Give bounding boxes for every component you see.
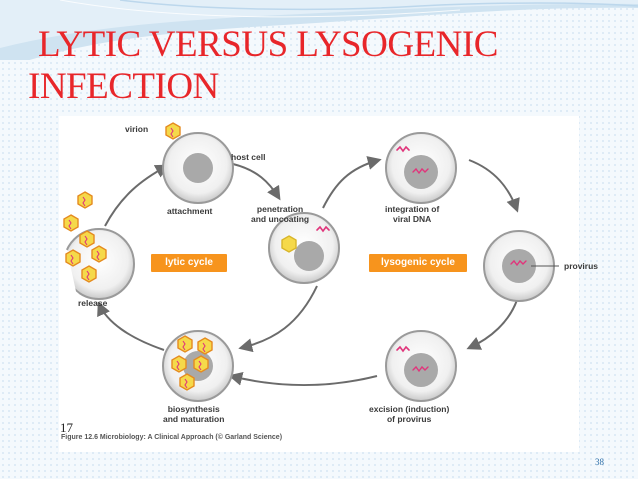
reference-number: 17 [60, 420, 73, 435]
label-penetration-line2: and uncoating [251, 214, 310, 224]
figure-caption: Figure 12.6 Microbiology: A Clinical App… [61, 434, 283, 441]
dna-excision-2 [412, 365, 429, 373]
label-excision-line2: of provirus [386, 414, 432, 424]
dna-penetration [316, 225, 330, 233]
arrow-penetration-to-integration [322, 156, 382, 209]
label-excision: excision (induction) of provirus [369, 404, 449, 424]
cell-provirus [483, 230, 555, 302]
dna-excision [396, 345, 410, 353]
label-provirus: provirus [564, 261, 599, 271]
label-excision-line1: excision (induction) [369, 404, 450, 414]
label-attachment: attachment [167, 206, 213, 216]
cell-excision [385, 330, 457, 402]
lysogenic-cycle-badge: lysogenic cycle [369, 254, 467, 272]
lytic-cycle-badge: lytic cycle [151, 254, 227, 272]
label-release: release [78, 298, 108, 308]
label-biosynthesis: biosynthesis and maturation [163, 404, 224, 424]
cycle-diagram [59, 122, 559, 402]
arrow-excision-to-biosynthesis [228, 371, 378, 386]
dna-provirus [510, 259, 527, 267]
cell-attachment [162, 132, 234, 204]
label-penetration: penetration and uncoating [251, 204, 309, 224]
arrow-provirus-to-excision [466, 299, 518, 350]
header-swoosh [0, 0, 638, 60]
label-integration-line1: integration of [385, 204, 440, 214]
cell-integration [385, 132, 457, 204]
label-penetration-line1: penetration [256, 204, 304, 214]
title-line-2: INFECTION [28, 66, 219, 107]
cell-penetration [268, 212, 340, 284]
cell-release [59, 228, 135, 300]
label-virion: virion [125, 124, 149, 134]
dna-integration [396, 145, 410, 153]
arrow-attachment-to-penetration [232, 163, 281, 201]
label-biosynthesis-line1: biosynthesis [167, 404, 220, 414]
label-integration: integration of viral DNA [385, 204, 439, 224]
arrow-biosynthesis-to-release [97, 301, 165, 351]
label-biosynthesis-line2: and maturation [163, 414, 225, 424]
label-host-cell: host cell [231, 152, 266, 162]
label-integration-line2: viral DNA [393, 214, 432, 224]
lytic-lysogenic-figure: virion host cell attachment penetration … [59, 116, 598, 452]
dna-integrated-1 [412, 167, 429, 175]
arrow-release-to-attachment [104, 164, 170, 227]
slide-number: 38 [595, 457, 604, 467]
arrow-penetration-to-biosynthesis [238, 285, 318, 353]
slide-title: LYTIC VERSUS LYSOGENIC INFECTION [6, 24, 606, 108]
arrow-integration-to-provirus [468, 159, 520, 213]
virion-penetration-capsid [281, 235, 297, 253]
title-line-1: LYTIC VERSUS LYSOGENIC [38, 24, 498, 65]
